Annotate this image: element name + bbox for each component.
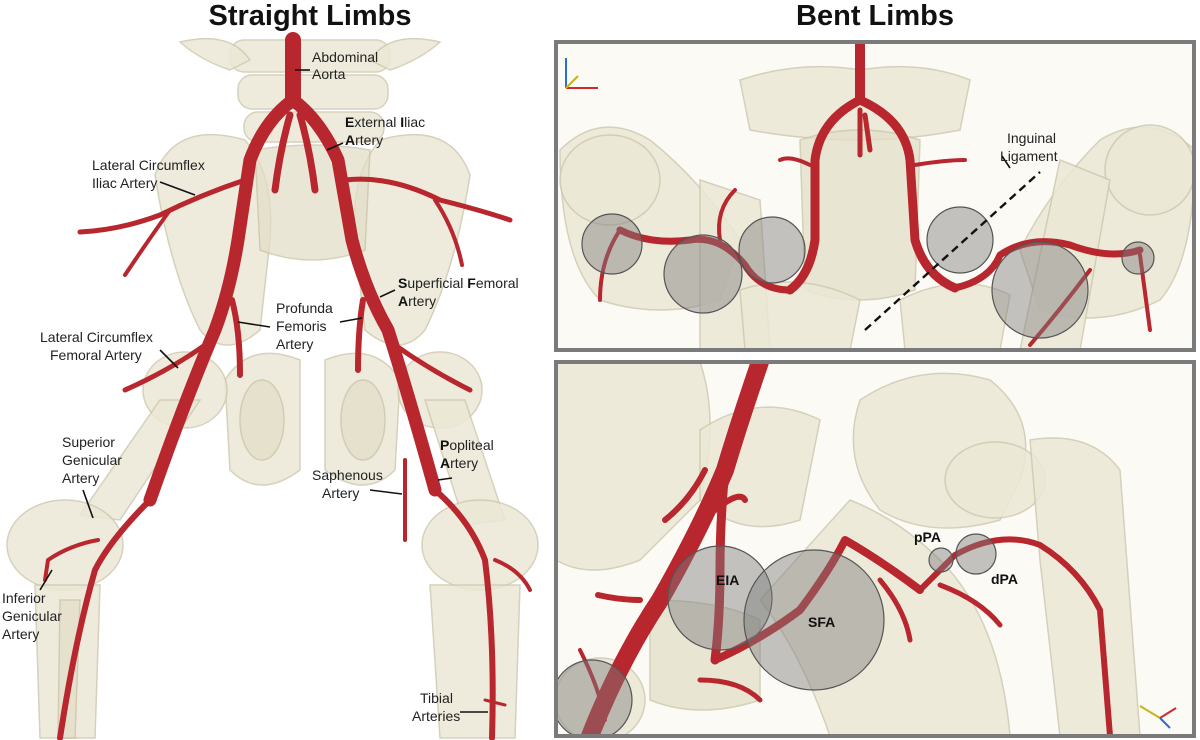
bent-limbs-heading: Bent Limbs <box>796 0 954 32</box>
pelvis <box>154 133 471 486</box>
labels-left: Abdominal Aorta External Iliac Artery La… <box>2 49 519 724</box>
inguinal-ligament-line <box>864 171 1041 331</box>
label-tibial-2: Arteries <box>412 708 460 724</box>
label-profunda-1: Profunda <box>276 300 333 316</box>
bent-limbs-top-panel: Inguinal Ligament <box>554 40 1196 352</box>
bottom-panel-arteries <box>578 362 1113 736</box>
sphere-eia <box>667 545 773 651</box>
label-superior-genicular-2: Genicular <box>62 452 122 468</box>
leader-lines-left <box>39 69 488 713</box>
top-panel-bones <box>559 65 1194 350</box>
bent-limbs-bottom-panel: EIA SFA pPA dPA <box>554 360 1196 738</box>
label-superior-genicular-3: Artery <box>62 470 99 486</box>
sphere-top-1 <box>581 213 643 275</box>
sphere-ppa <box>928 547 954 573</box>
label-inferior-genicular-1: Inferior <box>2 590 46 606</box>
straight-limbs-panel: Abdominal Aorta External Iliac Artery La… <box>2 32 539 740</box>
label-inguinal-2: Ligament <box>1000 148 1058 164</box>
arteries-straight <box>43 32 532 740</box>
sphere-top-2 <box>663 234 743 314</box>
label-popliteal-1: Popliteal <box>440 437 494 453</box>
label-tibial-1: Tibial <box>420 690 453 706</box>
sphere-sfa <box>743 549 885 691</box>
label-abdominal-aorta-1: Abdominal <box>312 49 378 65</box>
label-superficial-femoral-1: Superficial Femoral <box>398 275 519 291</box>
label-superficial-femoral-2: Artery <box>398 293 436 309</box>
straight-limbs-heading: Straight Limbs <box>208 0 412 32</box>
label-external-iliac-1: External Iliac <box>345 114 425 130</box>
top-panel-border <box>554 40 1196 352</box>
label-superior-genicular-1: Superior <box>62 434 115 450</box>
label-profunda-3: Artery <box>276 336 313 352</box>
top-panel-arteries <box>598 42 1152 347</box>
label-saphenous-1: Saphenous <box>312 467 383 483</box>
label-lat-circ-iliac-2: Iliac Artery <box>92 175 157 191</box>
label-saphenous-2: Artery <box>322 485 359 501</box>
sphere-top-6 <box>1121 241 1155 275</box>
bottom-panel-spheres <box>556 533 997 736</box>
label-popliteal-2: Artery <box>440 455 478 471</box>
label-lat-circ-femoral-1: Lateral Circumflex <box>40 329 153 345</box>
sphere-top-5 <box>991 241 1089 339</box>
axis-triad-bottom <box>1139 705 1177 729</box>
bottom-panel-border <box>554 360 1196 738</box>
sphere-top-4 <box>926 206 994 274</box>
label-inguinal-1: Inguinal <box>1007 130 1056 146</box>
sphere-top-3 <box>738 216 806 284</box>
inguinal-leader <box>1001 155 1011 169</box>
label-inferior-genicular-3: Artery <box>2 626 39 642</box>
label-dpa: dPA <box>991 571 1018 587</box>
sphere-bottom-left <box>556 659 633 736</box>
label-inferior-genicular-2: Genicular <box>2 608 62 624</box>
label-sfa: SFA <box>808 614 835 630</box>
label-lat-circ-iliac-1: Lateral Circumflex <box>92 157 205 173</box>
label-abdominal-aorta-2: Aorta <box>312 66 346 82</box>
label-profunda-2: Femoris <box>276 318 327 334</box>
top-panel-spheres <box>581 206 1155 339</box>
label-eia: EIA <box>716 572 739 588</box>
sphere-dpa <box>955 533 997 575</box>
label-external-iliac-2: Artery <box>345 132 383 148</box>
label-lat-circ-femoral-2: Femoral Artery <box>50 347 142 363</box>
label-ppa: pPA <box>914 529 941 545</box>
axis-triad-top <box>565 58 598 89</box>
